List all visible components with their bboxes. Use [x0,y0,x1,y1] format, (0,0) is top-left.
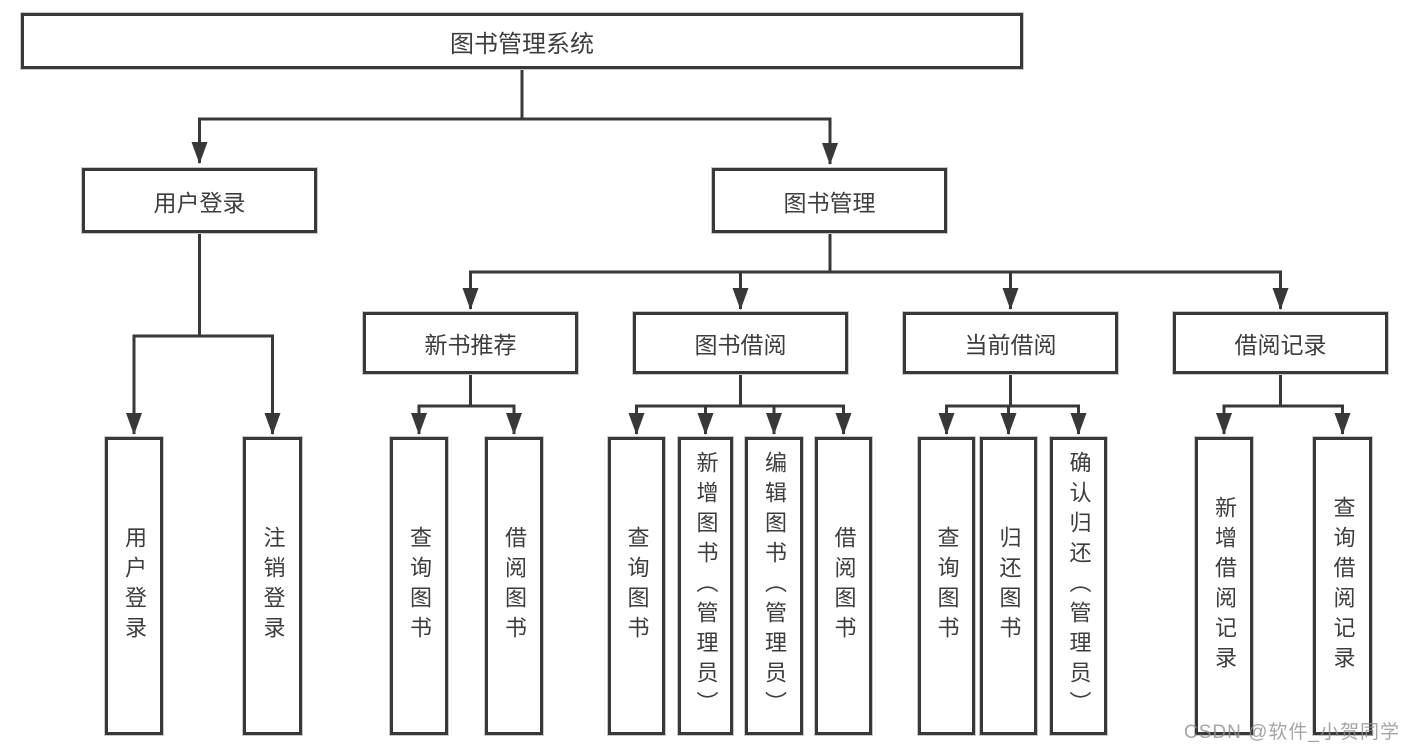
node-user-login-label: 用户登录 [153,189,246,216]
node-book-management: 图书管理 [712,168,947,233]
connector-level2 [462,233,1289,310]
leaf-edit-books-admin: 编辑图书（管理员） [745,437,803,735]
node-book-borrow-label: 图书借阅 [694,332,787,358]
leaf-add-books-admin-label: 新增图书（管理员） [693,451,719,721]
node-current-borrow-label: 当前借阅 [964,332,1057,358]
leaf-query-books-1: 查询图书 [390,437,448,735]
connector-user-login-group [126,233,281,435]
leaf-borrow-books-1-label: 借阅图书 [502,526,527,646]
node-root: 图书管理系统 [21,13,1023,69]
leaf-query-borrow-record-label: 查询借阅记录 [1330,496,1356,676]
connector-borrow-record-group [1216,373,1351,435]
leaf-logout: 注销登录 [243,437,302,735]
leaf-user-login-label: 用户登录 [122,526,147,646]
node-new-book-recommend-label: 新书推荐 [424,332,517,358]
leaf-query-books-3-label: 查询图书 [934,526,960,646]
connector-current-borrow-group [938,373,1087,435]
leaf-query-books-2: 查询图书 [608,437,665,735]
node-borrow-records-label: 借阅记录 [1234,332,1327,358]
leaf-return-books: 归还图书 [980,437,1037,735]
connector-book-borrow-group [628,373,852,435]
leaf-confirm-return-admin-label: 确认归还（管理员） [1066,451,1092,721]
leaf-confirm-return-admin: 确认归还（管理员） [1050,437,1107,735]
leaf-borrow-books-2-label: 借阅图书 [831,526,857,646]
leaf-borrow-books-2: 借阅图书 [815,437,872,735]
leaf-query-books-2-label: 查询图书 [624,526,650,646]
node-new-book-recommend: 新书推荐 [363,312,578,374]
leaf-edit-books-admin-label: 编辑图书（管理员） [762,451,787,721]
leaf-add-borrow-record-label: 新增借阅记录 [1212,496,1237,676]
leaf-user-login: 用户登录 [105,437,163,735]
node-borrow-records: 借阅记录 [1173,312,1388,374]
node-book-management-label: 图书管理 [783,189,876,216]
node-book-borrow: 图书借阅 [633,312,848,374]
node-root-label: 图书管理系统 [450,30,594,58]
leaf-add-borrow-record: 新增借阅记录 [1195,437,1253,735]
connector-level1 [191,69,838,165]
leaf-add-books-admin: 新增图书（管理员） [678,437,733,735]
leaf-borrow-books-1: 借阅图书 [485,437,543,735]
connector-new-book-group [411,373,522,435]
leaf-return-books-label: 归还图书 [996,526,1022,646]
csdn-watermark: CSDN @软件_小贺同学 [1184,722,1400,743]
leaf-query-borrow-record: 查询借阅记录 [1313,437,1372,735]
leaf-query-books-3: 查询图书 [918,437,975,735]
leaf-query-books-1-label: 查询图书 [407,526,432,646]
node-user-login: 用户登录 [82,168,317,233]
leaf-logout-label: 注销登录 [260,526,286,646]
node-current-borrow: 当前借阅 [903,312,1118,374]
